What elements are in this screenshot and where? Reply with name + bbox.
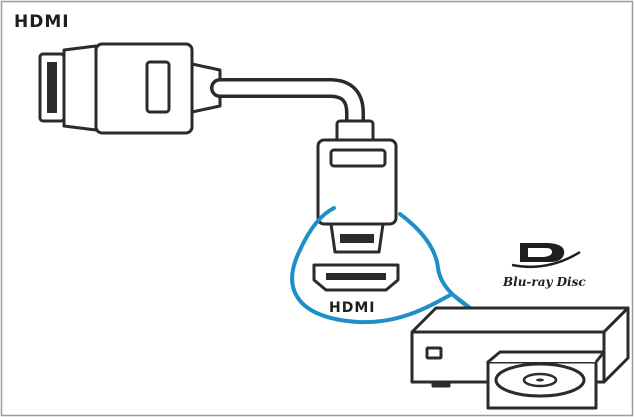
hdmi-cable-icon (210, 78, 365, 134)
bluray-logo-icon (511, 243, 581, 269)
hdmi-port-label: HDMI (329, 300, 375, 316)
bluray-player-icon (410, 306, 630, 410)
hdmi-plug-icon (38, 42, 222, 135)
vertical-hdmi-plug (316, 119, 398, 254)
bluray-logo-text: Blu-ray Disc (502, 275, 586, 289)
port-callout (290, 206, 472, 325)
hdmi-port-icon (312, 263, 400, 292)
disc-icon (494, 362, 586, 398)
hdmi-title-label: HDMI (14, 12, 70, 32)
